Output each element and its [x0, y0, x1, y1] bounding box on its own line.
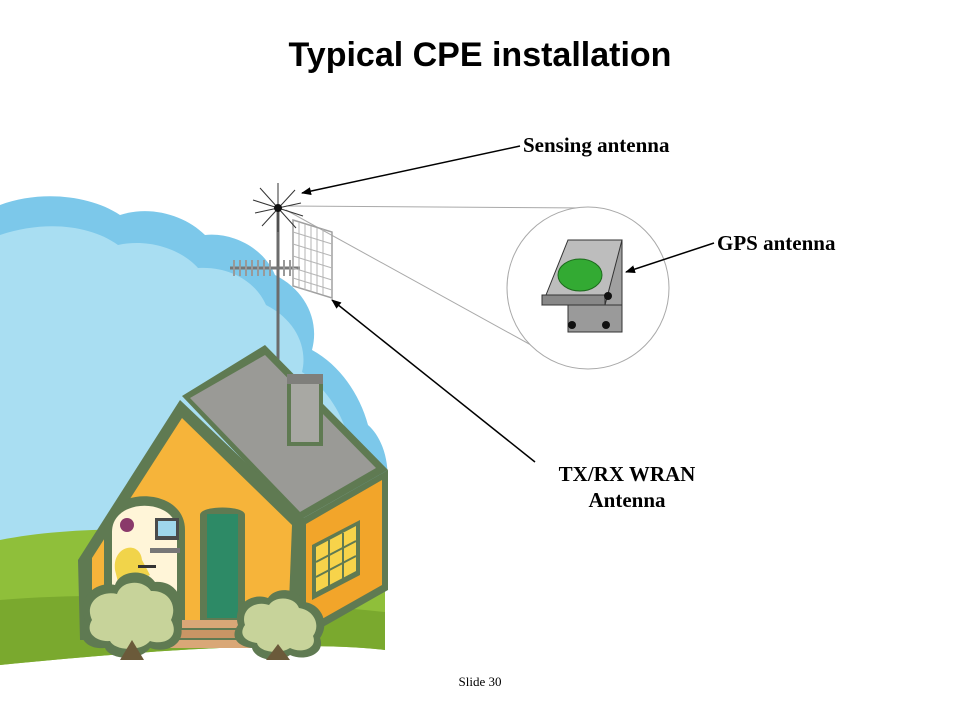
gps-antenna-label: GPS antenna: [717, 231, 836, 255]
zoom-projection-lines: [285, 205, 591, 351]
wran-grid-antenna: [292, 218, 333, 300]
gps-antenna-arrow: [625, 242, 715, 273]
slide-title: Typical CPE installation: [288, 36, 672, 74]
antenna-mast: [230, 183, 333, 370]
txrx-antenna-label: TX/RX WRAN Antenna: [527, 461, 727, 513]
bush-right: [234, 590, 325, 660]
txrx-label-line1: TX/RX WRAN: [558, 462, 696, 486]
bush-left: [81, 572, 182, 660]
slide-number: Slide 30: [458, 674, 502, 689]
txrx-antenna-arrow: [331, 299, 536, 463]
sensing-antenna-arrow: [301, 145, 521, 196]
txrx-label-line2: Antenna: [588, 488, 666, 512]
sensing-antenna-label: Sensing antenna: [523, 133, 670, 157]
gps-antenna-unit: [541, 239, 623, 333]
